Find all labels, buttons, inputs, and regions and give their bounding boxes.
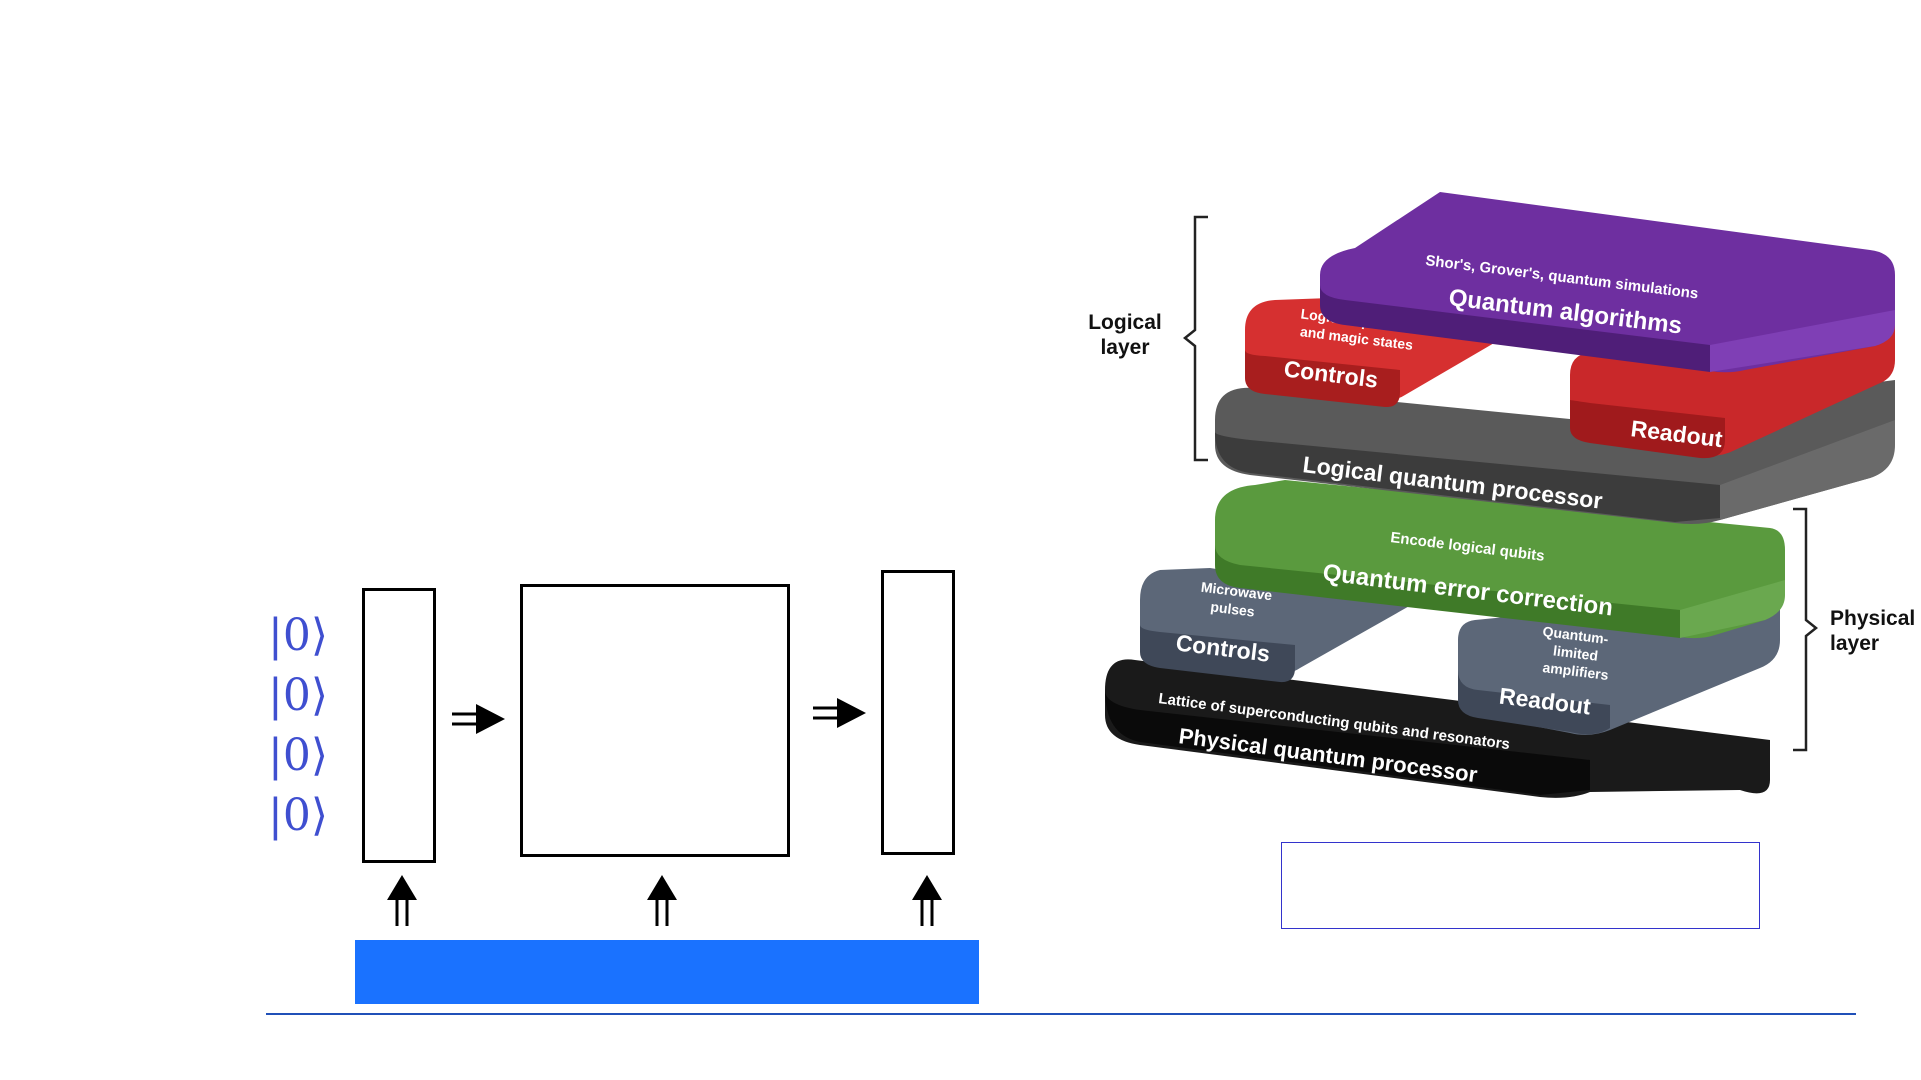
control-bar xyxy=(355,940,979,1004)
logical-layer-bracket xyxy=(1182,215,1208,462)
logical-layer-label-line1: Logical xyxy=(1088,311,1162,334)
right-double-arrow-2 xyxy=(813,698,866,728)
physical-processor-layer: Lattice of superconducting qubits and re… xyxy=(1105,659,1770,798)
physical-layer-label-line1: Physical xyxy=(1830,607,1916,630)
physical-controls-sub-2: pulses xyxy=(1210,598,1256,619)
physical-layer-bracket xyxy=(1793,507,1819,752)
ket-zero-1: |0⟩ xyxy=(268,610,328,661)
ket-zero-3: |0⟩ xyxy=(268,730,328,781)
algorithms-layer: Shor's, Grover's, quantum simulations Qu… xyxy=(1320,192,1895,373)
physical-layer-label-line2: layer xyxy=(1830,632,1880,656)
physical-layer-label: Physical layer xyxy=(1830,606,1920,656)
footer-rule xyxy=(266,1013,1856,1015)
error-correction-layer: Encode logical qubits Quantum error corr… xyxy=(1215,480,1785,639)
up-double-arrow-1 xyxy=(387,875,417,926)
logical-layer-label-line2: layer xyxy=(1100,336,1150,360)
output-box xyxy=(881,570,955,855)
logical-layer-label: Logical layer xyxy=(1080,310,1170,360)
up-double-arrow-2 xyxy=(647,875,677,926)
physical-readout-sub-2: limited xyxy=(1552,642,1599,663)
ket-zero-4: |0⟩ xyxy=(268,790,328,841)
up-double-arrow-3 xyxy=(912,875,942,926)
state-prep-box xyxy=(362,588,436,863)
ket-zero-2: |0⟩ xyxy=(268,670,328,721)
caption-box xyxy=(1281,842,1760,929)
processing-box xyxy=(520,584,790,857)
right-double-arrow-1 xyxy=(452,704,505,734)
